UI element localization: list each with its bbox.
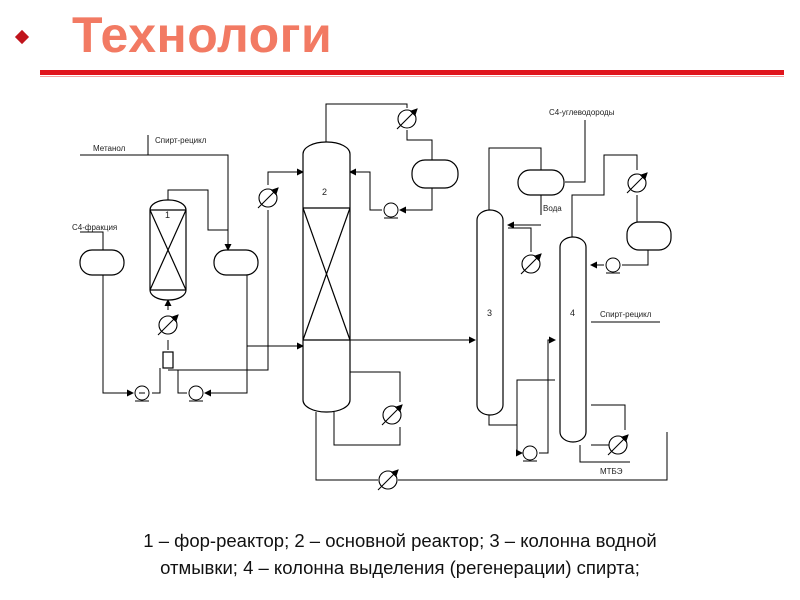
c4-feed-drum: [79, 249, 125, 276]
pump4-to-col4: [539, 336, 556, 454]
caption-line-2: отмывки; 4 – колонна выделения (регенера…: [160, 557, 640, 578]
pump-5: [605, 257, 621, 274]
intermediate-drum: [213, 249, 259, 276]
pump-1: [134, 385, 150, 402]
reactor2-bottom-out: [315, 412, 378, 481]
c4-fraction-label: С4-фракция: [72, 223, 117, 232]
heat-exchanger-6: [520, 253, 542, 275]
drum4-to-pump5: [622, 250, 649, 266]
heat-exchanger-4: [381, 404, 403, 426]
alcohol-recycle-in-label: Спирт-рецикл: [155, 136, 207, 145]
methanol-line: [80, 154, 232, 251]
title-rule-shadow: [40, 76, 784, 77]
unit-3-label: 3: [487, 308, 492, 318]
unit-1-label: 1: [165, 210, 170, 220]
separator-drum: [517, 169, 565, 196]
reactor2-bottom-reboiler: [333, 371, 401, 446]
reflux-drum-2: [411, 159, 459, 189]
pump-to-mixer-line: [152, 368, 161, 394]
title-rule: [40, 70, 784, 75]
heat-exchanger-1: [157, 314, 179, 336]
reactor-2: [302, 141, 351, 413]
c4-hydrocarbons-label: С4-углеводороды: [549, 108, 615, 117]
mtbe-out: [579, 445, 630, 463]
pump-2: [188, 385, 204, 402]
caption-line-1: 1 – фор-реактор; 2 – основной реактор; 3…: [143, 530, 657, 551]
heat-exchanger-8: [607, 434, 629, 456]
alcohol-recycle-out-label: Спирт-рецикл: [600, 310, 652, 319]
pump-3: [383, 202, 399, 219]
water-label: Вода: [543, 204, 562, 213]
cooler-to-pump2: [204, 275, 248, 397]
heat-exchanger-3: [396, 108, 418, 130]
drum-to-pump3: [399, 188, 433, 214]
pump2-to-mixer: [177, 370, 187, 394]
col3-wash-out: [508, 227, 532, 252]
mtbe-label: МТБЭ: [600, 467, 623, 476]
condenser-to-drum: [406, 130, 433, 160]
loop-to-heater: [168, 210, 269, 371]
pump-4: [522, 445, 538, 462]
reflux-to-reactor2: [349, 168, 382, 211]
reactor2-overhead: [325, 103, 408, 142]
feed-to-reactor2-bottom: [246, 275, 304, 350]
heater-to-reactor2: [267, 168, 304, 185]
diagram-caption: 1 – фор-реактор; 2 – основной реактор; 3…: [0, 527, 800, 581]
reactor1-to-cooler: [167, 189, 228, 231]
heat-exchanger-5: [377, 469, 399, 491]
c4-feed-line: [80, 231, 104, 255]
heat-exchanger-2: [257, 187, 279, 209]
mixer: [162, 351, 174, 369]
unit-2-label: 2: [322, 187, 327, 197]
column-3: [476, 209, 504, 416]
c4-fraction-to-pump: [102, 275, 134, 397]
reflux-drum-4: [626, 221, 672, 251]
col4-bottom-reboiler: [591, 404, 626, 446]
unit-4-label: 4: [570, 308, 575, 318]
water-in: [508, 195, 542, 225]
col3-top: [488, 147, 542, 210]
col4-condenser-to-drum: [636, 195, 648, 223]
bottom-product-line: [398, 432, 668, 481]
heat-exchanger-7: [626, 172, 648, 194]
col3-bottom-to-col4: [516, 379, 555, 425]
process-flow-diagram: Метанол Спирт-рецикл С4-фракция С4-углев…: [72, 103, 672, 491]
methanol-label: Метанол: [93, 144, 126, 153]
column-4: [559, 236, 587, 443]
col4-top: [571, 154, 638, 240]
c4-hydrocarbons-out: [565, 120, 586, 183]
slide-title: Технологи: [72, 7, 333, 63]
